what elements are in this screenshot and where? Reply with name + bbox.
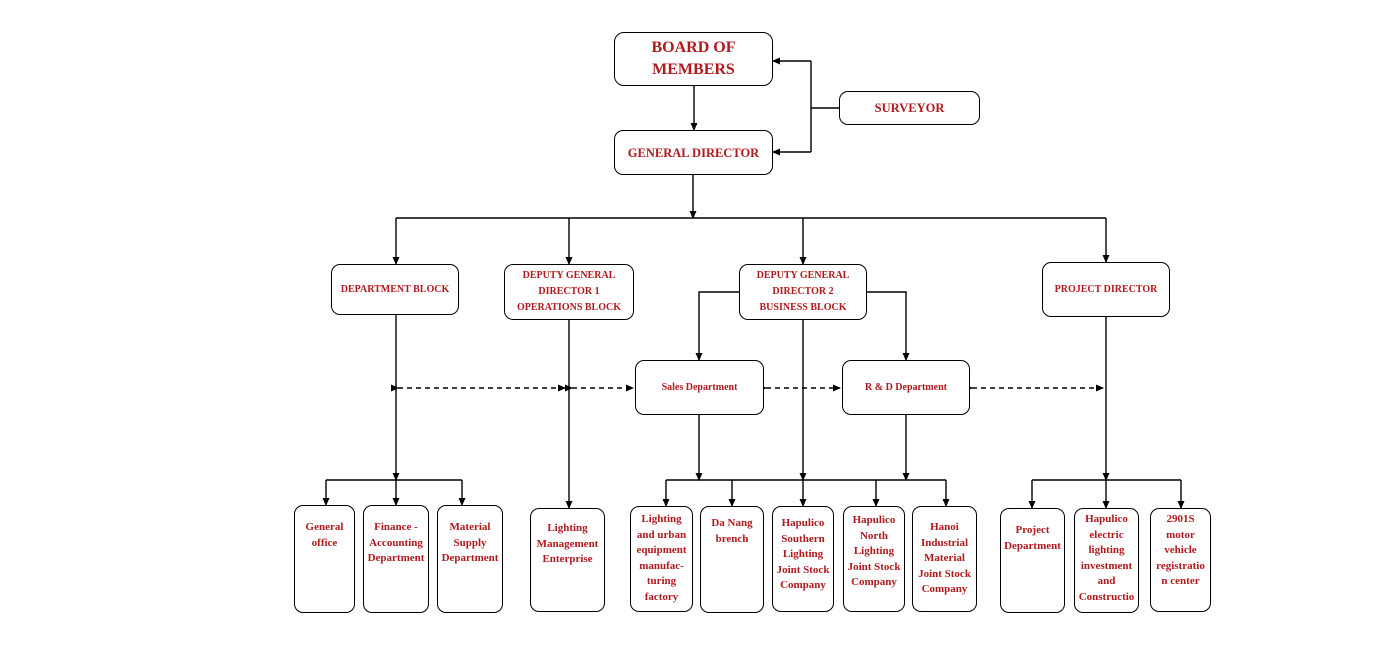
node-label-line: manufac- (639, 559, 684, 572)
node-label-line: investment (1080, 559, 1133, 572)
node-label-line: Supply (453, 536, 487, 549)
node-label-line: DEPARTMENT BLOCK (340, 283, 450, 295)
node-label-line: vehicle (1164, 544, 1197, 556)
node-label-line: Department (441, 552, 499, 564)
node-label-line: Material (924, 552, 965, 564)
node-label-line: 2901S (1166, 513, 1195, 525)
node-label-line: motor (1166, 528, 1195, 541)
node-label-line: MEMBERS (652, 61, 735, 78)
node-label-line: SURVEYOR (874, 101, 945, 115)
node-label-line: Accounting (369, 536, 423, 549)
node-label-line: North (859, 529, 889, 542)
node-label-line: DIRECTOR 1 (538, 286, 600, 297)
node-label-line: Company (921, 583, 968, 595)
node-label-line: Management (536, 537, 599, 550)
node-label-line: Project (1015, 524, 1050, 536)
node-label-line: office (311, 536, 338, 549)
node-label-line: BUSINESS BLOCK (759, 302, 847, 313)
node-label-line: DIRECTOR 2 (772, 286, 834, 297)
node-label-line: Da Nang (711, 517, 753, 529)
node-label-line: PROJECT DIRECTOR (1054, 283, 1158, 295)
node-label-line: Industrial (920, 536, 969, 549)
node-label-line: lighting (1088, 544, 1125, 556)
node-label-line: and (1097, 575, 1116, 587)
node-label-line: Finance - (374, 521, 418, 533)
da-nang-branch-box: Da Nang brench (700, 506, 764, 613)
node-label-line: Lighting (641, 513, 682, 525)
node-label-line: turing (646, 575, 677, 587)
node-label-line: Joint Stock (847, 560, 901, 573)
node-label-line: Department (1004, 539, 1061, 552)
node-label-line: and urban (636, 528, 687, 541)
node-label-line: Enterprise (542, 553, 593, 565)
rnd-department-box: R & D Department (842, 360, 970, 415)
connector-deputy2-to-sales (695, 291, 739, 361)
node-label-line: Southern (781, 532, 825, 545)
node-label-line: R & D Department (865, 381, 947, 393)
general-director-box: GENERAL DIRECTOR (614, 130, 773, 175)
node-label-line: Joint Stock (918, 567, 971, 580)
connector-deputy2-to-rnd (867, 291, 910, 361)
sales-department-box: Sales Department (635, 360, 764, 415)
general-office-box: General office (294, 505, 355, 613)
node-label-line: OPERATIONS BLOCK (517, 302, 621, 313)
node-label-line: n center (1161, 575, 1200, 587)
node-label-line: Department (367, 552, 425, 564)
node-label-line: GENERAL DIRECTOR (627, 145, 760, 160)
node-label-line: brench (715, 532, 749, 545)
node-label-line: Hapulico (852, 514, 896, 526)
node-label-line: registratio (1156, 559, 1205, 572)
node-label-line: Constructio (1078, 590, 1135, 603)
node-label-line: Hapulico (1085, 513, 1128, 525)
board-of-members-box: BOARD OF MEMBERS (614, 32, 773, 86)
deputy-general-director-1-box: DEPUTY GENERAL DIRECTOR 1 OPERATIONS BLOCK (504, 264, 634, 320)
lighting-urban-equipment-factory-box: Lighting and urban equipment manufac-turing… (630, 506, 693, 612)
department-block-box: DEPARTMENT BLOCK (331, 264, 459, 315)
node-label-line: Lighting (853, 545, 895, 557)
node-label-line: Lighting (782, 548, 824, 560)
node-label-line: Hanoi (930, 521, 959, 533)
deputy-general-director-2-box: DEPUTY GENERAL DIRECTOR 2 BUSINESS BLOCK (739, 264, 867, 320)
surveyor-box: SURVEYOR (839, 91, 980, 125)
node-label-line: factory (644, 590, 679, 603)
node-label-line: DEPUTY GENERAL (522, 270, 616, 281)
node-label-line: Lighting (547, 522, 588, 534)
motor-vehicle-registration-center-box: 2901S motor vehicle registratio n center (1150, 508, 1211, 612)
node-label-line: Material (449, 521, 491, 533)
node-label-line: Joint Stock (776, 563, 830, 576)
node-label-line: DEPUTY GENERAL (756, 270, 850, 281)
node-label-line: Company (851, 576, 897, 588)
node-label-line: electric (1089, 528, 1124, 541)
node-label-line: General (305, 521, 344, 533)
node-label-line: BOARD OF (651, 39, 736, 56)
project-director-box: PROJECT DIRECTOR (1042, 262, 1170, 317)
node-label-line: Sales Department (661, 381, 738, 393)
node-label-line: Hapulico (781, 517, 825, 529)
node-label-line: equipment (636, 544, 687, 556)
node-label-line: Company (780, 579, 826, 591)
